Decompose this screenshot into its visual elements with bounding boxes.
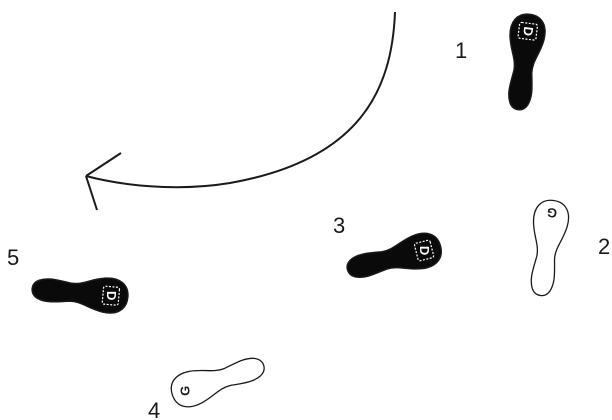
- foot-letter-step-5: D: [104, 291, 119, 300]
- turn-arrow-head-lower: [86, 176, 97, 210]
- foot-letter-step-3: D: [417, 246, 432, 255]
- foot-letter-step-1: D: [520, 26, 536, 37]
- turn-arrow-curve: [86, 12, 395, 187]
- turn-arrow: [86, 12, 395, 210]
- footprint-step-5: D: [31, 272, 130, 315]
- foot-letter-step-4: G: [178, 386, 193, 396]
- step-number-3: 3: [333, 213, 345, 238]
- footprint-step-3: D: [343, 230, 445, 287]
- step-number-4: 4: [148, 398, 160, 420]
- step-number-1: 1: [455, 38, 467, 63]
- footprint-step-4: G: [167, 349, 269, 412]
- footprint-step-2: G: [523, 198, 571, 298]
- turn-arrow-head-upper: [86, 153, 121, 176]
- step-number-5: 5: [7, 245, 19, 270]
- footprint-step-1: D: [501, 12, 547, 112]
- step-number-2: 2: [598, 234, 610, 259]
- foot-letter-step-2: G: [546, 205, 558, 221]
